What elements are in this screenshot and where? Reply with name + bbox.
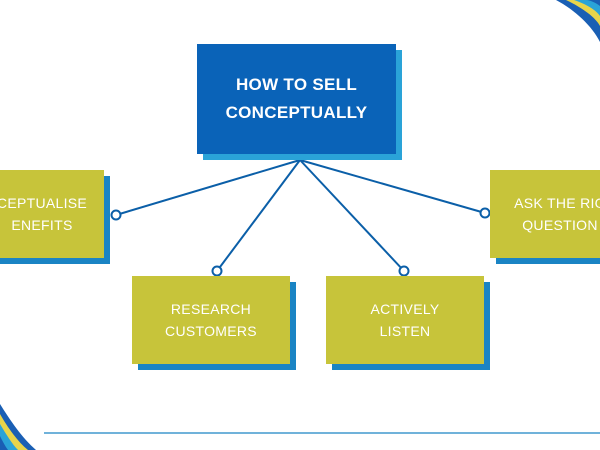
main-topic-box: HOW TO SELL CONCEPTUALLY (197, 44, 396, 154)
connector-node-right (479, 207, 491, 219)
corner-decoration-bottom-left (0, 404, 36, 450)
branch-box-actively-listen: ACTIVELY LISTEN (326, 276, 484, 364)
connector-node-research (211, 265, 223, 277)
connector-node-left (110, 209, 122, 221)
main-topic-label: HOW TO SELL CONCEPTUALLY (225, 75, 368, 122)
branch-label-ask-right-questions: ASK THE RIG QUESTION (514, 195, 600, 233)
connector-listen (299, 159, 405, 272)
connector-node-listen (398, 265, 410, 277)
connector-left (115, 159, 301, 216)
branch-box-research-customers: RESEARCH CUSTOMERS (132, 276, 290, 364)
branch-label-conceptualise-benefits: CEPTUALISE ENEFITS (0, 195, 88, 233)
branch-label-research-customers: RESEARCH CUSTOMERS (165, 301, 257, 339)
branch-label-actively-listen: ACTIVELY LISTEN (370, 301, 440, 339)
branch-box-ask-right-questions: ASK THE RIG QUESTION (490, 170, 600, 258)
branch-box-conceptualise-benefits: CEPTUALISE ENEFITS (0, 170, 104, 258)
corner-decoration-top-right (556, 0, 600, 42)
connector-research (216, 159, 301, 272)
connector-right (299, 159, 486, 214)
